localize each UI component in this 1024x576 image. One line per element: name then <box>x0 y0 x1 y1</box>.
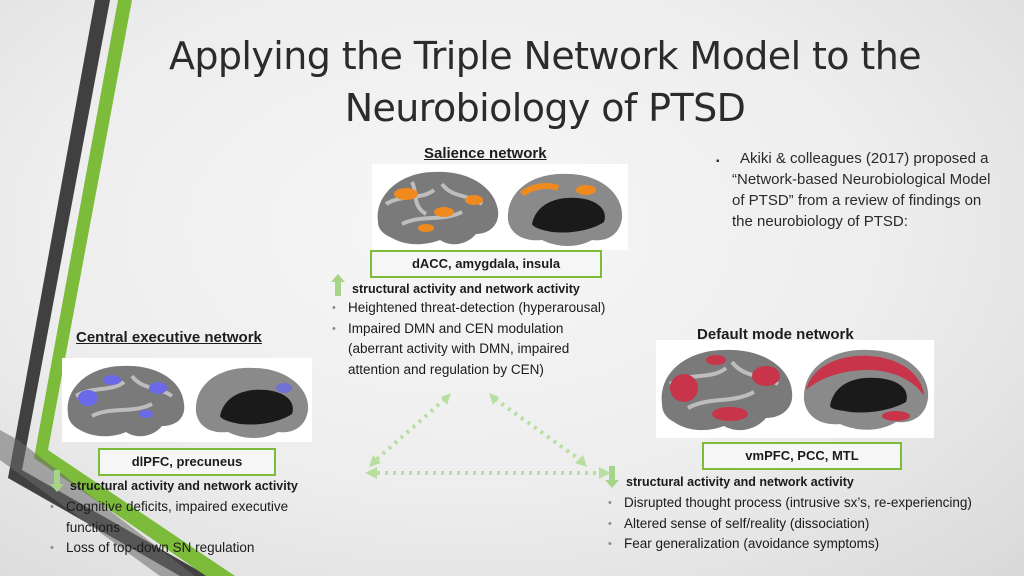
list-item: Altered sense of self/reality (dissociat… <box>606 514 1018 535</box>
network-interaction-arrows <box>365 393 611 479</box>
arrow-line-sn-dmn <box>493 397 581 461</box>
intro-paragraph: ▪ Akiki & colleagues (2017) proposed a “… <box>716 148 1006 232</box>
list-item: Fear generalization (avoidance symptoms) <box>606 534 1018 555</box>
up-arrow-icon <box>331 274 345 296</box>
central-executive-change-label: structural activity and network activity <box>70 479 298 493</box>
title-line-1: Applying the Triple Network Model to the <box>168 34 922 78</box>
arrowhead-icon <box>365 467 377 479</box>
default-mode-regions-box: vmPFC, PCC, MTL <box>702 442 902 470</box>
central-executive-regions-box: dlPFC, precuneus <box>98 448 276 476</box>
slide-title: Applying the Triple Network Model to the… <box>150 30 940 134</box>
intro-text: Akiki & colleagues (2017) proposed a “Ne… <box>732 150 991 230</box>
salience-bullet-list: Heightened threat-detection (hyperarousa… <box>330 298 660 380</box>
title-line-2: Neurobiology of PTSD <box>344 86 746 130</box>
arrowhead-icon <box>599 467 611 479</box>
salience-brain-image <box>372 164 628 250</box>
default-mode-change-label: structural activity and network activity <box>626 475 854 489</box>
arrowhead-icon <box>369 455 381 467</box>
arrowhead-icon <box>575 455 587 467</box>
central-executive-bullet-list: Cognitive deficits, impaired executive f… <box>48 497 338 559</box>
list-item: Heightened threat-detection (hyperarousa… <box>330 298 660 319</box>
central-executive-brain-image <box>62 358 312 442</box>
medial-brain-icon <box>195 367 309 438</box>
central-executive-network-title: Central executive network <box>76 329 262 346</box>
arrowhead-icon <box>441 393 451 405</box>
square-bullet-icon: ▪ <box>716 156 720 167</box>
default-mode-brain-image <box>656 340 934 438</box>
default-mode-network-title: Default mode network <box>697 326 854 343</box>
arrow-line-sn-cen <box>375 397 447 461</box>
lateral-brain-icon <box>661 349 793 431</box>
medial-brain-icon <box>507 173 623 246</box>
salience-regions-box: dACC, amygdala, insula <box>370 250 602 278</box>
salience-network-title: Salience network <box>424 145 547 162</box>
default-mode-bullet-list: Disrupted thought process (intrusive sx’… <box>606 493 1018 555</box>
down-arrow-icon <box>605 466 619 488</box>
list-item: Disrupted thought process (intrusive sx’… <box>606 493 1018 514</box>
down-arrow-icon <box>50 470 64 492</box>
list-item: Loss of top-down SN regulation <box>48 538 338 559</box>
list-item: Impaired DMN and CEN modulation (aberran… <box>330 319 618 381</box>
lateral-brain-icon <box>67 365 185 437</box>
arrowhead-icon <box>489 393 499 405</box>
list-item: Cognitive deficits, impaired executive f… <box>48 497 324 538</box>
medial-brain-icon <box>803 349 929 430</box>
salience-change-label: structural activity and network activity <box>352 282 580 296</box>
lateral-brain-icon <box>377 171 499 245</box>
